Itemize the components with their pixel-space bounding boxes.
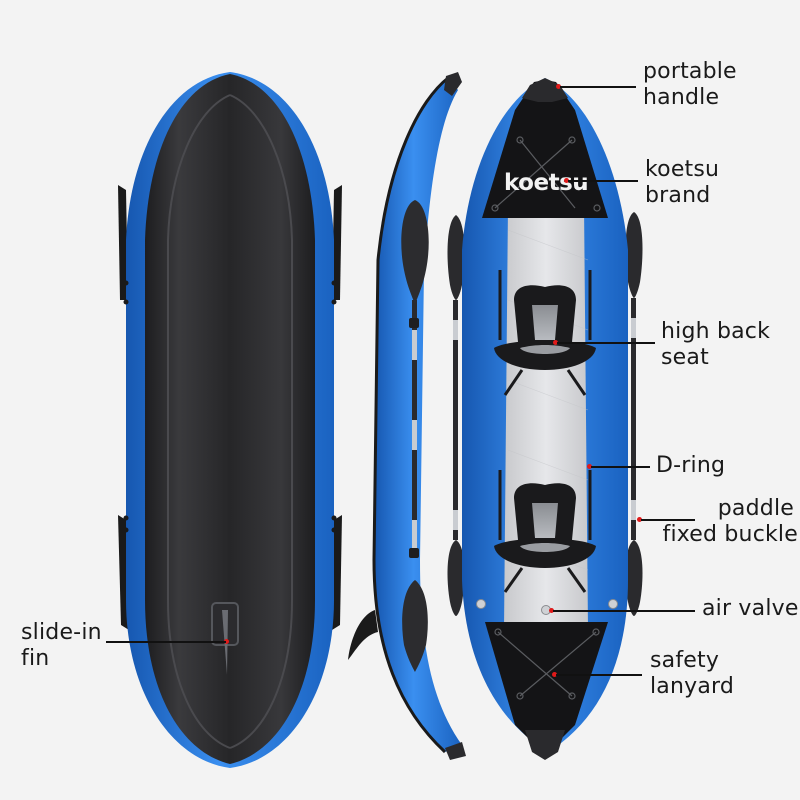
callout-line-air-valve	[553, 610, 695, 612]
callout-dot-paddle-fixed-buckle	[637, 517, 642, 522]
callout-label-d-ring: D-ring	[656, 453, 726, 478]
seat-rear	[494, 483, 596, 593]
callout-line-safety-lanyard	[556, 674, 642, 676]
callout-line-d-ring	[591, 466, 650, 468]
callout-dot-air-valve	[549, 608, 554, 613]
kayak-top-view	[447, 78, 643, 760]
callout-label-portable-handle: portable handle	[643, 59, 737, 110]
callout-line-slide-in-fin	[106, 641, 226, 643]
callout-dot-portable-handle	[556, 84, 561, 89]
kayak-side-view	[348, 72, 466, 760]
callout-label-safety-lanyard: safety lanyard	[650, 648, 735, 699]
callout-line-koetsu-brand	[568, 180, 638, 182]
callout-label-high-back-seat: high back seat	[661, 319, 771, 370]
callout-label-koetsu-brand: koetsu brand	[645, 157, 720, 208]
callout-dot-slide-in-fin	[224, 639, 229, 644]
callout-label-paddle-fixed-buckle: paddle fixed buckle	[662, 496, 798, 547]
callout-dot-koetsu-brand	[564, 178, 569, 183]
callout-line-paddle-fixed-buckle	[641, 519, 695, 521]
seat-front	[494, 285, 596, 396]
callout-dot-safety-lanyard	[552, 672, 557, 677]
kayak-bottom-view	[118, 72, 342, 768]
callout-label-air-valve: air valve	[702, 596, 799, 621]
callout-dot-high-back-seat	[553, 340, 558, 345]
callout-label-slide-in-fin: slide-in fin	[21, 620, 102, 671]
callout-dot-d-ring	[587, 464, 592, 469]
callout-line-high-back-seat	[557, 342, 655, 344]
brand-logo: koetsu	[504, 170, 589, 196]
callout-line-portable-handle	[560, 86, 636, 88]
